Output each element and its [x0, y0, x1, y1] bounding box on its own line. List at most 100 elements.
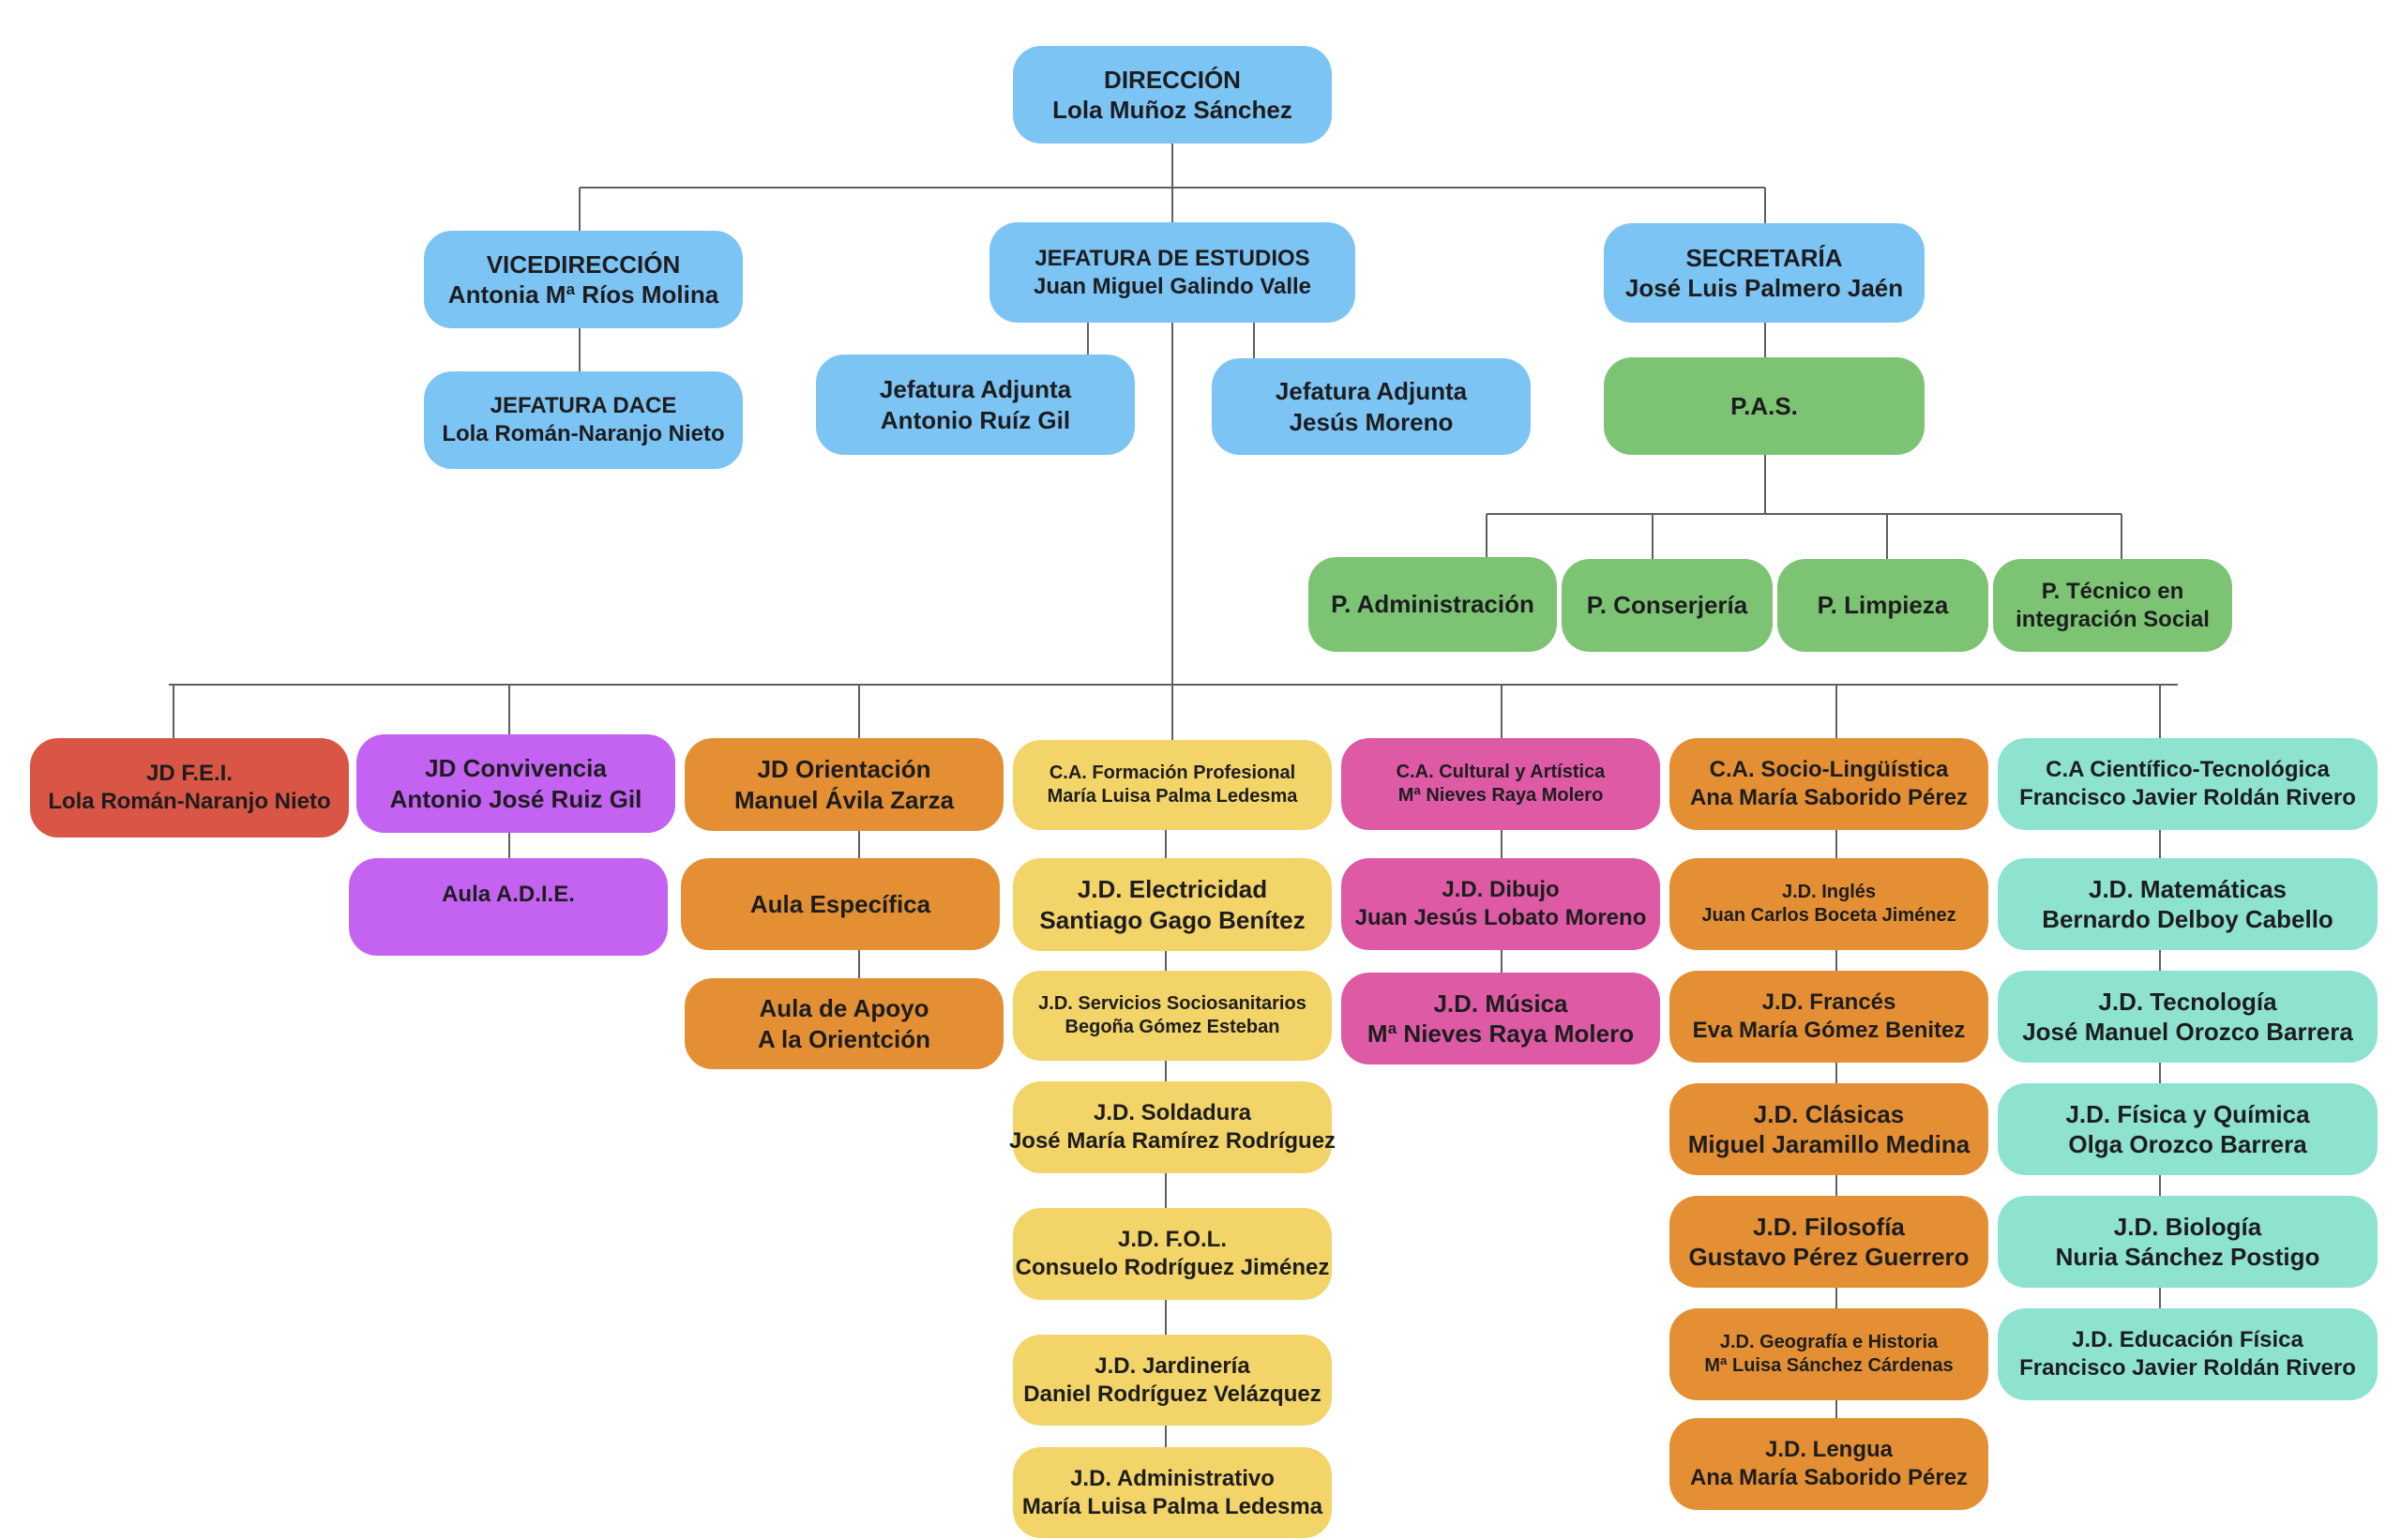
aula-adie-box: Aula A.D.I.E.	[349, 858, 668, 956]
jd-educacion-fisica-title: J.D. Educación Física	[2072, 1327, 2303, 1352]
ca-socio-name: Ana María Saborido Pérez	[1689, 785, 1969, 810]
jd-musica-title: J.D. Música	[1433, 989, 1568, 1018]
jd-administrativo-title: J.D. Administrativo	[1070, 1465, 1275, 1491]
jd-fol-title: J.D. F.O.L.	[1117, 1227, 1227, 1252]
vicedireccion-box: VICEDIRECCIÓN Antonia Mª Ríos Molina	[424, 231, 743, 328]
ca-cultural-box: C.A. Cultural y Artística Mª Nieves Raya…	[1341, 738, 1660, 830]
direccion-name: Lola Muñoz Sánchez	[1052, 96, 1292, 124]
aula-especifica-box: Aula Específica	[681, 858, 1000, 950]
jefatura-dace-title: JEFATURA DACE	[490, 393, 677, 418]
jd-clasicas-box: J.D. Clásicas Miguel Jaramillo Medina	[1669, 1083, 1988, 1175]
jd-jardineria-box: J.D. Jardinería Daniel Rodríguez Velázqu…	[1013, 1335, 1332, 1426]
jd-administrativo-box: J.D. Administrativo María Luisa Palma Le…	[1013, 1447, 1332, 1538]
ca-fp-box: C.A. Formación Profesional María Luisa P…	[1013, 740, 1332, 830]
jd-fol-name: Consuelo Rodríguez Jiménez	[1015, 1255, 1330, 1280]
jefatura-estudios-title: JEFATURA DE ESTUDIOS	[1034, 245, 1310, 271]
jd-tecnologia-box: J.D. Tecnología José Manuel Orozco Barre…	[1998, 971, 2378, 1063]
jd-orientacion-box: JD Orientación Manuel Ávila Zarza	[685, 738, 1004, 831]
jd-filosofia-name: Gustavo Pérez Guerrero	[1688, 1243, 1970, 1271]
p-tecnico-title: P. Técnico en	[2041, 578, 2184, 604]
jd-clasicas-title: J.D. Clásicas	[1753, 1099, 1905, 1128]
jd-educacion-fisica-name: Francisco Javier Roldán Rivero	[2019, 1355, 2356, 1381]
aula-apoyo-title: Aula de Apoyo	[759, 994, 929, 1022]
jd-matematicas-name: Bernardo Delboy Cabello	[2042, 905, 2333, 933]
jd-fisica-quimica-box: J.D. Física y Química Olga Orozco Barrer…	[1998, 1083, 2378, 1175]
jefatura-estudios-box: JEFATURA DE ESTUDIOS Juan Miguel Galindo…	[989, 222, 1355, 323]
jd-ingles-name: Juan Carlos Boceta Jiménez	[1701, 905, 1956, 926]
jefatura-adjunta-1-box: Jefatura Adjunta Antonio Ruíz Gil	[816, 355, 1135, 455]
p-conserjeria-box: P. Conserjería	[1562, 559, 1773, 652]
ca-cientifico-box: C.A Científico-Tecnológica Francisco Jav…	[1998, 738, 2378, 830]
pas-title: P.A.S.	[1730, 391, 1798, 420]
jd-fisica-quimica-title: J.D. Física y Química	[2065, 1099, 2310, 1128]
jd-tecnologia-title: J.D. Tecnología	[2098, 987, 2277, 1016]
jd-orientacion-name: Manuel Ávila Zarza	[733, 785, 955, 814]
p-conserjeria-title: P. Conserjería	[1586, 591, 1748, 620]
jd-tecnologia-name: José Manuel Orozco Barrera	[2022, 1018, 2353, 1046]
jd-geografia-box: J.D. Geografía e Historia Mª Luisa Sánch…	[1669, 1308, 1988, 1400]
jd-soldadura-name: José María Ramírez Rodríguez	[1008, 1128, 1336, 1154]
p-administracion-box: P. Administración	[1308, 557, 1557, 652]
p-limpieza-title: P. Limpieza	[1817, 591, 1949, 620]
jd-filosofia-title: J.D. Filosofía	[1753, 1212, 1905, 1241]
jefatura-adjunta-2-name: Jesús Moreno	[1289, 407, 1454, 436]
jd-ingles-title: J.D. Inglés	[1781, 882, 1877, 902]
jd-matematicas-title: J.D. Matemáticas	[2089, 874, 2287, 903]
p-administracion-title: P. Administración	[1331, 590, 1534, 619]
jd-biologia-name: Nuria Sánchez Postigo	[2055, 1243, 2320, 1271]
ca-cientifico-title: C.A Científico-Tecnológica	[2046, 757, 2330, 782]
aula-apoyo-subtitle: A la Orientción	[758, 1024, 930, 1053]
direccion-box: DIRECCIÓN Lola Muñoz Sánchez	[1013, 46, 1332, 143]
jd-lengua-name: Ana María Saborido Pérez	[1689, 1465, 1969, 1490]
jd-jardineria-title: J.D. Jardinería	[1095, 1352, 1250, 1379]
jd-administrativo-name: María Luisa Palma Ledesma	[1021, 1493, 1323, 1519]
ca-socio-box: C.A. Socio-Lingüística Ana María Saborid…	[1669, 738, 1988, 830]
jefatura-adjunta-1-title: Jefatura Adjunta	[879, 375, 1072, 403]
jd-sociosanitarios-title: J.D. Servicios Sociosanitarios	[1038, 993, 1306, 1014]
jd-convivencia-box: JD Convivencia Antonio José Ruiz Gil	[356, 734, 675, 833]
vicedireccion-title: VICEDIRECCIÓN	[486, 249, 681, 279]
jd-convivencia-name: Antonio José Ruiz Gil	[389, 784, 642, 813]
jefatura-adjunta-2-title: Jefatura Adjunta	[1275, 377, 1468, 405]
p-tecnico-box: P. Técnico en integración Social	[1993, 559, 2232, 652]
jd-dibujo-title: J.D. Dibujo	[1442, 877, 1560, 902]
jd-soldadura-title: J.D. Soldadura	[1093, 1100, 1252, 1125]
jd-lengua-title: J.D. Lengua	[1764, 1437, 1894, 1462]
direccion-title: DIRECCIÓN	[1104, 65, 1241, 94]
jd-soldadura-box: J.D. Soldadura José María Ramírez Rodríg…	[1009, 1081, 1336, 1173]
p-tecnico-subtitle: integración Social	[2016, 606, 2210, 632]
jd-fei-box: JD F.E.I. Lola Román-Naranjo Nieto	[30, 738, 349, 838]
jd-electricidad-title: J.D. Electricidad	[1077, 875, 1268, 903]
jd-convivencia-title: JD Convivencia	[425, 754, 607, 782]
jd-fei-title: JD F.E.I.	[145, 761, 234, 786]
jd-musica-box: J.D. Música Mª Nieves Raya Molero	[1341, 973, 1660, 1064]
pas-box: P.A.S.	[1604, 357, 1925, 455]
ca-cultural-title: C.A. Cultural y Artística	[1396, 762, 1606, 782]
jd-filosofia-box: J.D. Filosofía Gustavo Pérez Guerrero	[1669, 1196, 1988, 1288]
aula-especifica-title: Aula Específica	[749, 889, 931, 918]
p-limpieza-box: P. Limpieza	[1777, 559, 1988, 652]
secretaria-name: José Luis Palmero Jaén	[1624, 274, 1904, 302]
jd-biologia-title: J.D. Biología	[2113, 1212, 2262, 1241]
jd-frances-title: J.D. Francés	[1761, 989, 1896, 1015]
aula-adie-title: Aula A.D.I.E.	[442, 882, 575, 907]
jd-electricidad-name: Santiago Gago Benítez	[1039, 905, 1306, 934]
secretaria-title: SECRETARÍA	[1685, 243, 1843, 272]
vicedireccion-name: Antonia Mª Ríos Molina	[447, 280, 719, 309]
ca-fp-title: C.A. Formación Profesional	[1049, 762, 1296, 783]
jd-musica-name: Mª Nieves Raya Molero	[1367, 1019, 1635, 1048]
jd-educacion-fisica-box: J.D. Educación Física Francisco Javier R…	[1998, 1308, 2378, 1400]
jefatura-dace-box: JEFATURA DACE Lola Román-Naranjo Nieto	[424, 371, 743, 469]
ca-socio-title: C.A. Socio-Lingüística	[1709, 757, 1949, 782]
jd-fol-box: J.D. F.O.L. Consuelo Rodríguez Jiménez	[1013, 1208, 1332, 1300]
jd-jardineria-name: Daniel Rodríguez Velázquez	[1023, 1381, 1321, 1407]
jefatura-adjunta-1-name: Antonio Ruíz Gil	[880, 405, 1071, 434]
jd-geografia-title: J.D. Geografía e Historia	[1719, 1332, 1939, 1352]
jd-electricidad-box: J.D. Electricidad Santiago Gago Benítez	[1013, 858, 1332, 951]
jd-biologia-box: J.D. Biología Nuria Sánchez Postigo	[1998, 1196, 2378, 1288]
jd-dibujo-box: J.D. Dibujo Juan Jesús Lobato Moreno	[1341, 858, 1660, 950]
ca-cultural-name: Mª Nieves Raya Molero	[1397, 785, 1604, 806]
aula-apoyo-box: Aula de Apoyo A la Orientción	[685, 978, 1004, 1069]
ca-fp-name: María Luisa Palma Ledesma	[1047, 786, 1298, 807]
jefatura-dace-name: Lola Román-Naranjo Nieto	[442, 421, 725, 446]
